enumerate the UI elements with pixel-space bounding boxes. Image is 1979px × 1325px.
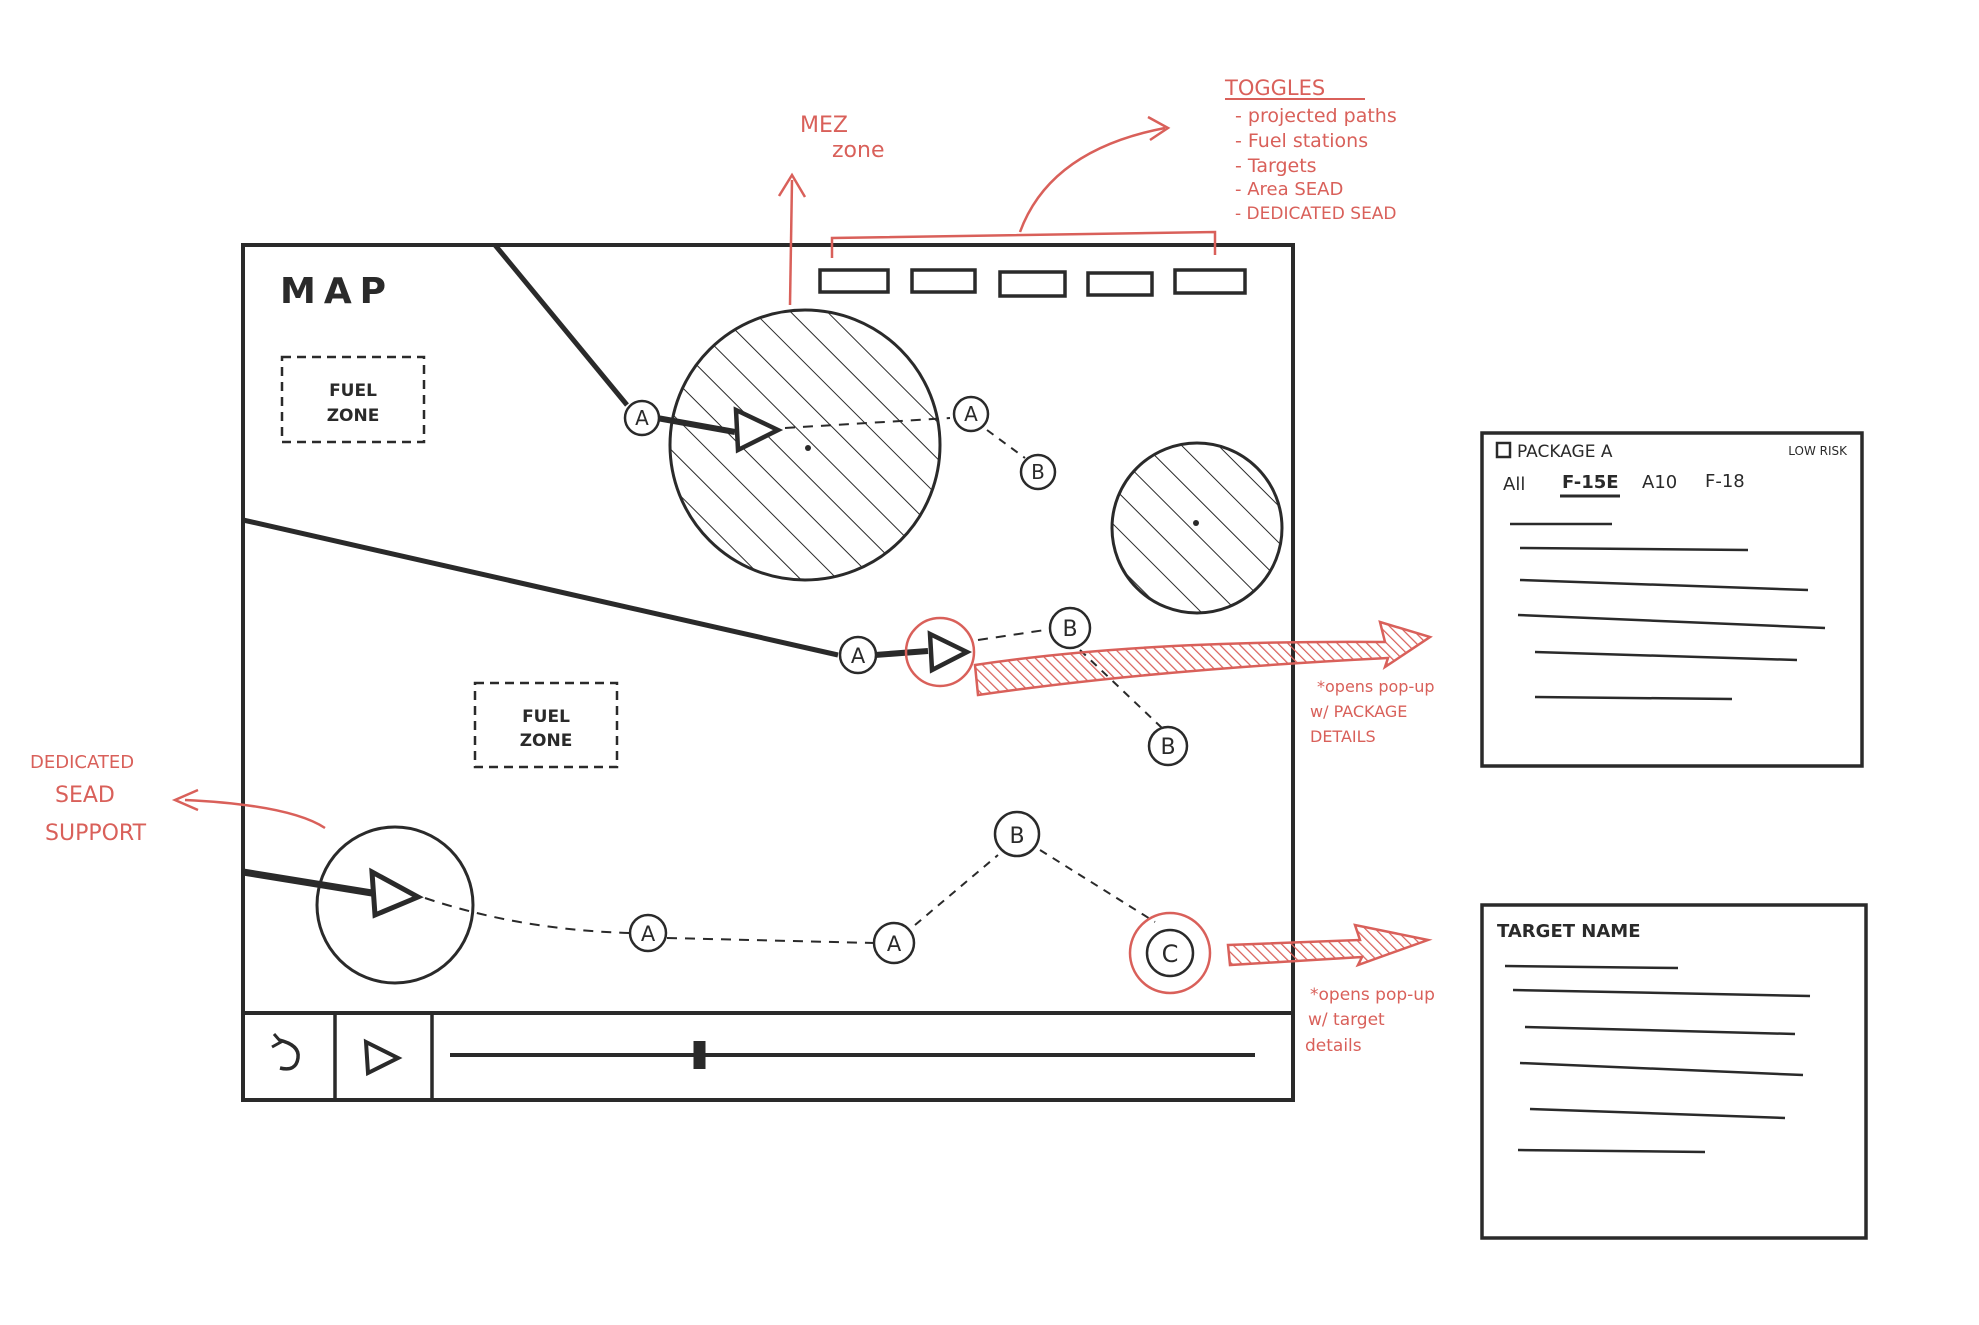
svg-text:A: A	[635, 406, 649, 430]
package-checkbox[interactable]	[1495, 441, 1512, 459]
waypoint-r1-1[interactable]: A	[623, 399, 661, 437]
toggles-item-2: - Fuel stations	[1235, 130, 1368, 152]
package-popup-frame	[1480, 431, 1864, 768]
mez-zone-large[interactable]	[668, 308, 942, 582]
toggle-targets[interactable]	[998, 270, 1067, 298]
annotations: TOGGLES - projected paths - Fuel station…	[30, 76, 1435, 1056]
package-popup-arrow	[973, 620, 1433, 697]
target-popup-arrow	[1226, 923, 1433, 968]
svg-text:C: C	[1162, 940, 1179, 968]
svg-text:B: B	[1031, 460, 1045, 484]
svg-text:DETAILS: DETAILS	[1310, 727, 1376, 746]
svg-text:SEAD: SEAD	[55, 783, 115, 808]
toggles-title: TOGGLES	[1224, 76, 1325, 100]
mez-zone-small-dot	[1193, 520, 1199, 526]
svg-text:B: B	[1009, 824, 1024, 849]
sead-support-zone[interactable]	[315, 825, 475, 985]
package-note: *opens pop-up w/ PACKAGE DETAILS	[1310, 677, 1435, 746]
toggles-item-3: - Targets	[1235, 155, 1317, 177]
toggles-note: TOGGLES - projected paths - Fuel station…	[1224, 76, 1397, 224]
toggle-bar	[818, 268, 1247, 298]
svg-text:zone: zone	[832, 138, 885, 163]
svg-text:DEDICATED: DEDICATED	[30, 752, 134, 773]
svg-text:*opens pop-up: *opens pop-up	[1310, 985, 1435, 1005]
waypoint-r3-4[interactable]: C	[1145, 928, 1195, 978]
mez-zone-center-dot	[805, 445, 811, 451]
svg-text:A: A	[851, 644, 866, 668]
toggles-item-5: - DEDICATED SEAD	[1235, 204, 1397, 224]
map-window: MAP FUEL ZONE FUEL ZONE	[241, 243, 1295, 1102]
toggle-fuel-stations[interactable]	[910, 268, 977, 294]
aircraft-marker-3[interactable]	[369, 867, 424, 919]
waypoint-r2-3[interactable]: B	[1147, 725, 1189, 767]
svg-text:B: B	[1160, 735, 1175, 760]
svg-text:B: B	[1062, 617, 1077, 642]
dedicated-sead-note: DEDICATED SEAD SUPPORT	[30, 752, 147, 846]
undo-button[interactable]	[271, 1033, 300, 1071]
waypoint-r3-2[interactable]: A	[872, 921, 916, 965]
toggle-projected-paths[interactable]	[818, 268, 890, 294]
waypoint-r2-2[interactable]: B	[1048, 606, 1092, 650]
svg-text:details: details	[1305, 1036, 1362, 1056]
waypoint-r1-2[interactable]: A	[952, 395, 990, 433]
fuel-zone-1-line1: FUEL	[329, 381, 377, 401]
route-1: A A B	[493, 243, 1057, 491]
fuel-zone-1[interactable]: FUEL ZONE	[280, 355, 426, 444]
selected-package-highlight[interactable]	[904, 616, 976, 688]
mez-zone-small[interactable]	[1110, 441, 1284, 615]
toggles-item-4: - Area SEAD	[1235, 179, 1343, 200]
svg-text:A: A	[887, 932, 902, 956]
package-risk: LOW RISK	[1788, 444, 1848, 458]
package-details-placeholder	[1510, 522, 1826, 701]
target-popup: TARGET NAME	[1480, 903, 1868, 1240]
target-details-placeholder	[1504, 964, 1811, 1154]
target-note: *opens pop-up w/ target details	[1305, 985, 1435, 1056]
play-button[interactable]	[363, 1038, 403, 1077]
aircraft-marker-2[interactable]	[927, 630, 973, 674]
waypoint-r3-3[interactable]: B	[993, 810, 1041, 858]
toggles-item-1: - projected paths	[1235, 105, 1397, 127]
package-title: PACKAGE A	[1517, 442, 1613, 462]
toggle-dedicated-sead[interactable]	[1173, 268, 1247, 295]
package-tab-f18[interactable]: F-18	[1705, 471, 1745, 492]
map-frame	[241, 243, 1295, 1102]
svg-text:A: A	[964, 402, 978, 426]
target-popup-frame	[1480, 903, 1868, 1240]
fuel-zone-2-line1: FUEL	[522, 707, 570, 727]
svg-text:*opens pop-up: *opens pop-up	[1317, 677, 1435, 696]
scrubber-handle[interactable]	[693, 1041, 706, 1069]
svg-text:A: A	[641, 922, 656, 946]
waypoint-r2-1[interactable]: A	[838, 635, 878, 675]
waypoint-r3-1[interactable]: A	[628, 913, 668, 953]
svg-text:SUPPORT: SUPPORT	[45, 821, 147, 846]
svg-text:w/ target: w/ target	[1308, 1010, 1385, 1030]
map-title: MAP	[280, 271, 394, 312]
route-3: A A B C	[242, 810, 1212, 995]
waypoint-r1-3[interactable]: B	[1019, 453, 1057, 491]
package-tab-a10[interactable]: A10	[1642, 472, 1677, 493]
package-tab-f15e[interactable]: F-15E	[1562, 472, 1619, 493]
toggle-area-sead[interactable]	[1086, 271, 1154, 297]
selected-target-highlight[interactable]	[1128, 911, 1212, 995]
play-icon	[363, 1038, 403, 1077]
aircraft-marker-1[interactable]	[733, 406, 784, 454]
mez-zone-note: MEZ zone	[800, 113, 885, 163]
route-2: A B B	[242, 517, 1189, 767]
timeline-bar	[243, 1011, 1293, 1100]
undo-icon	[278, 1038, 300, 1071]
fuel-zone-2[interactable]: FUEL ZONE	[473, 681, 619, 769]
package-tab-all[interactable]: All	[1503, 474, 1525, 495]
fuel-zone-1-line2: ZONE	[327, 406, 380, 426]
package-popup: PACKAGE A LOW RISK All F-15E A10 F-18	[1480, 431, 1864, 768]
svg-text:w/ PACKAGE: w/ PACKAGE	[1310, 702, 1407, 721]
fuel-zone-2-line2: ZONE	[520, 731, 573, 751]
svg-text:MEZ: MEZ	[800, 113, 848, 138]
target-title: TARGET NAME	[1497, 921, 1641, 942]
